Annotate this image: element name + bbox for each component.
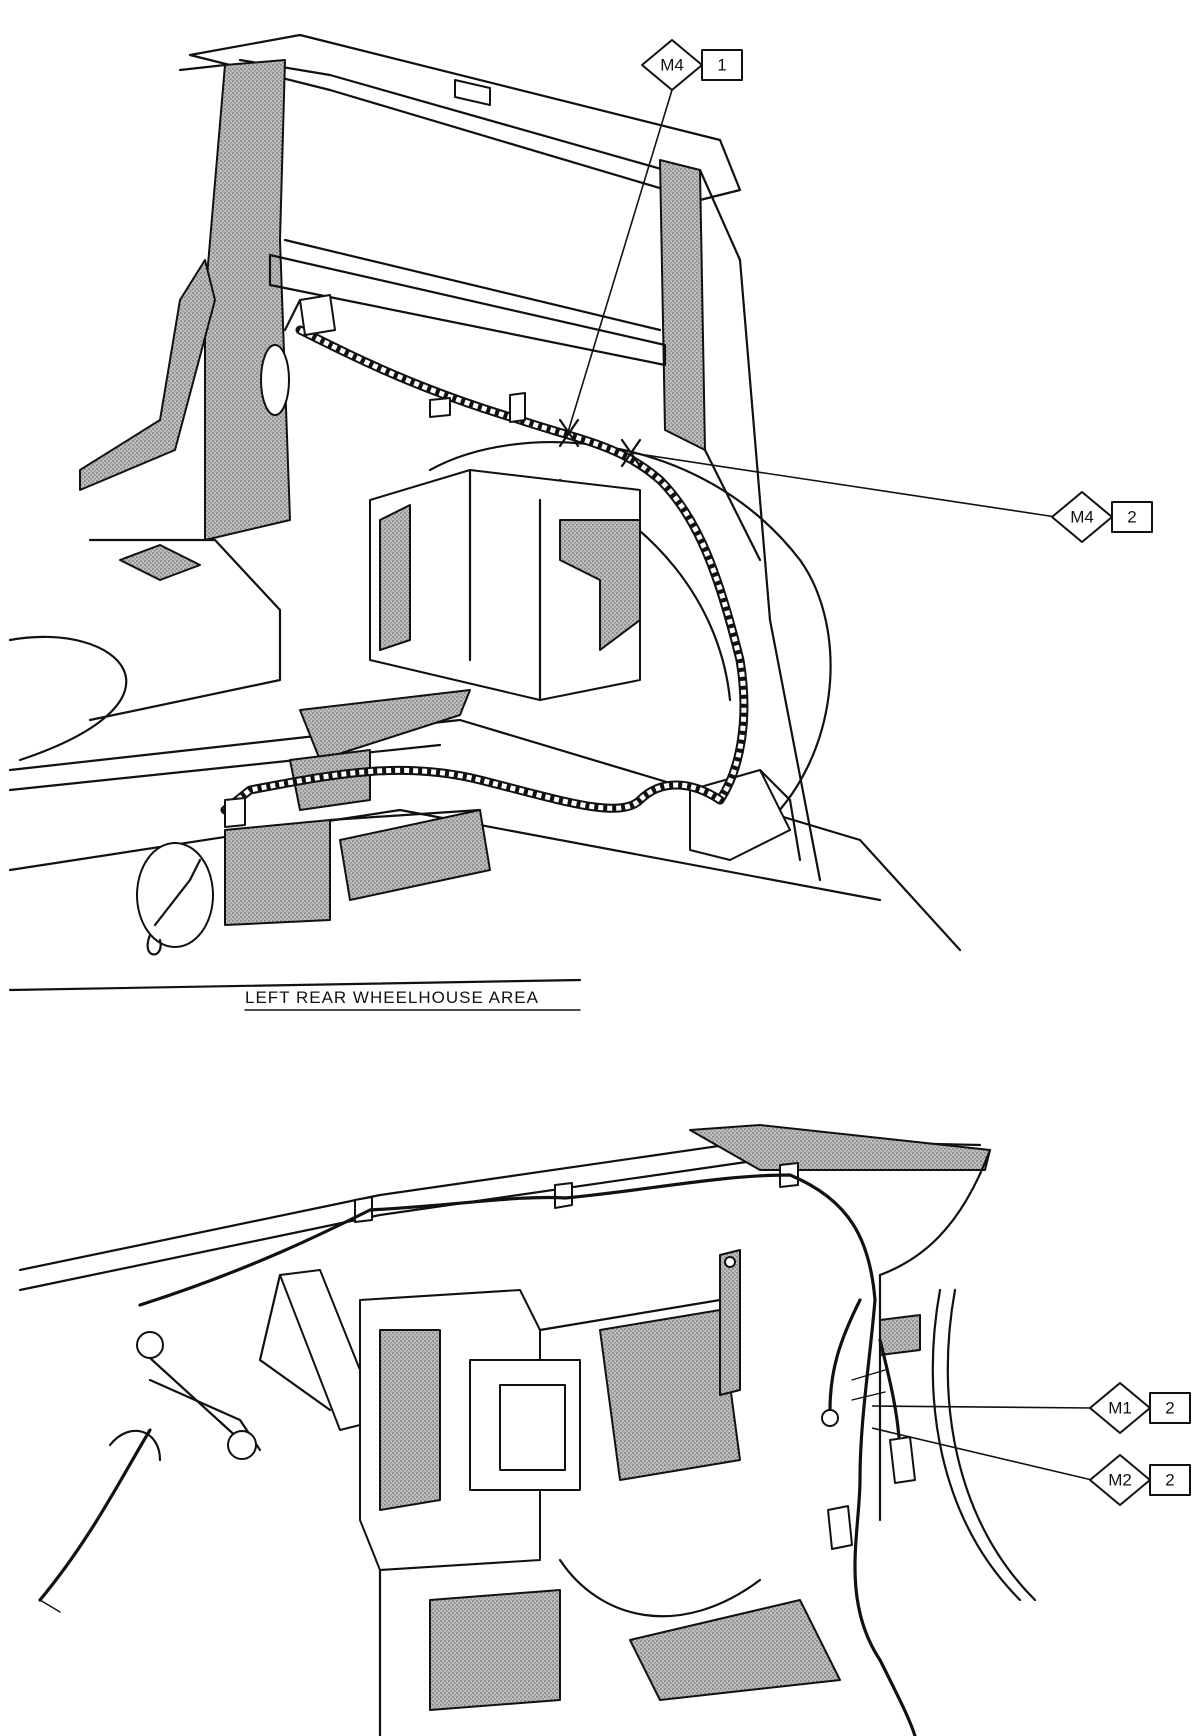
callout-m2-2: M2 2 [871,1427,1191,1506]
callout-number: 1 [717,56,726,75]
caption-left-rear-wheelhouse-area: LEFT REAR WHEELHOUSE AREA [245,988,539,1007]
callout-m4-1: M4 1 [567,39,743,433]
figure-caption: LEFT REAR WHEELHOUSE AREA [244,988,581,1011]
callout-number: 2 [1127,508,1136,527]
callout-number: 2 [1165,1399,1174,1418]
callout-code: M2 [1108,1471,1132,1490]
bottom-figure-trunk-wiring: M1 2 M2 2 [18,1124,1191,1736]
callout-code: M1 [1108,1399,1132,1418]
top-figure-left-rear-wheelhouse: M4 1 M4 2 LEFT REAR WHEELHOUSE AREA [8,33,1153,1011]
callout-number: 2 [1165,1471,1174,1490]
callout-code: M4 [660,56,684,75]
callout-code: M4 [1070,508,1094,527]
callout-m4-2: M4 2 [631,452,1153,543]
callout-m1-2: M1 2 [871,1382,1191,1434]
